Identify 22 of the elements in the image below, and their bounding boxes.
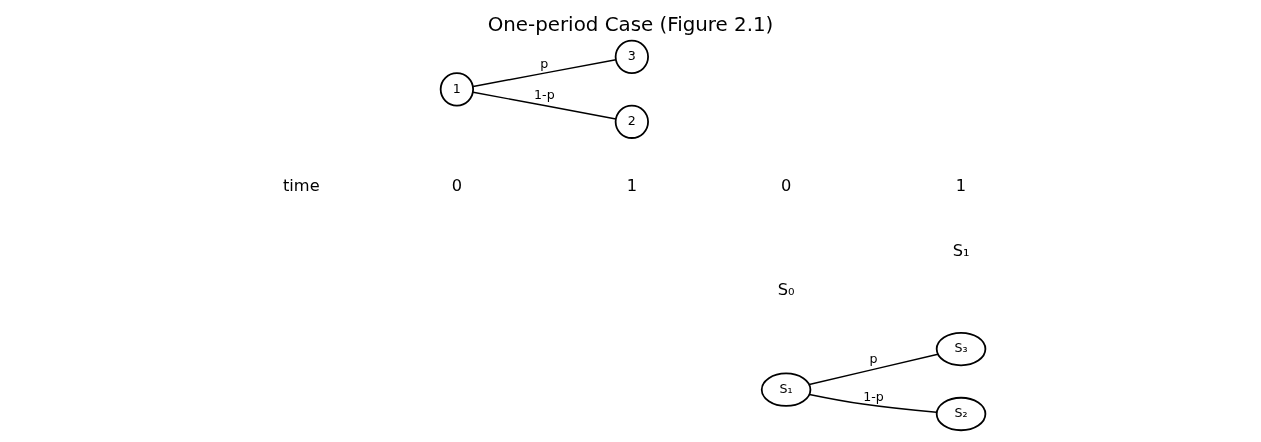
node-circle: 1: [439, 72, 474, 107]
connector: [472, 58, 617, 88]
label: time: [282, 175, 320, 195]
node-circle: 2: [614, 104, 649, 139]
label: 0: [780, 175, 792, 195]
label: 0: [451, 175, 463, 195]
node-ellipse: S₂: [935, 396, 987, 432]
connector: [472, 91, 617, 120]
edge-label: 1-p: [534, 87, 555, 103]
diagram-title: One-period Case (Figure 2.1): [487, 13, 774, 37]
edge-label: p: [869, 350, 878, 366]
connector: [808, 393, 938, 413]
edge-label: p: [540, 55, 549, 71]
node-ellipse: S₁: [760, 372, 812, 407]
node-circle: 3: [614, 39, 649, 74]
connector: [808, 353, 939, 386]
label: 1: [955, 175, 967, 195]
label: S₀: [777, 280, 795, 300]
node-ellipse: S₃: [935, 331, 987, 367]
label: S₁: [952, 240, 970, 260]
edge-label: 1-p: [863, 388, 884, 404]
label: 1: [626, 175, 638, 195]
